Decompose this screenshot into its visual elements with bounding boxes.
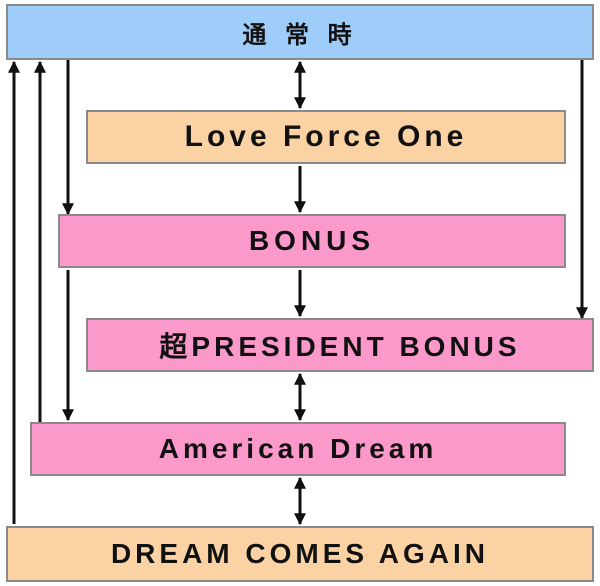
node-bonus-label: BONUS (248, 225, 376, 256)
node-bonus: BONUS (58, 214, 566, 268)
node-normal: 通 常 時 (6, 4, 594, 60)
node-love-force-one: Love Force One (86, 110, 566, 164)
node-dream-comes-again-label: DREAM COMES AGAIN (110, 538, 490, 569)
node-dream-comes-again: DREAM COMES AGAIN (6, 526, 594, 582)
node-super-president-bonus-label: 超PRESIDENT BONUS (159, 331, 521, 362)
node-super-president-bonus: 超PRESIDENT BONUS (86, 318, 594, 372)
node-american-dream-label: American Dream (158, 433, 438, 464)
node-love-force-one-label: Love Force One (184, 120, 468, 153)
node-american-dream: American Dream (30, 422, 566, 476)
node-normal-label: 通 常 時 (242, 21, 358, 49)
